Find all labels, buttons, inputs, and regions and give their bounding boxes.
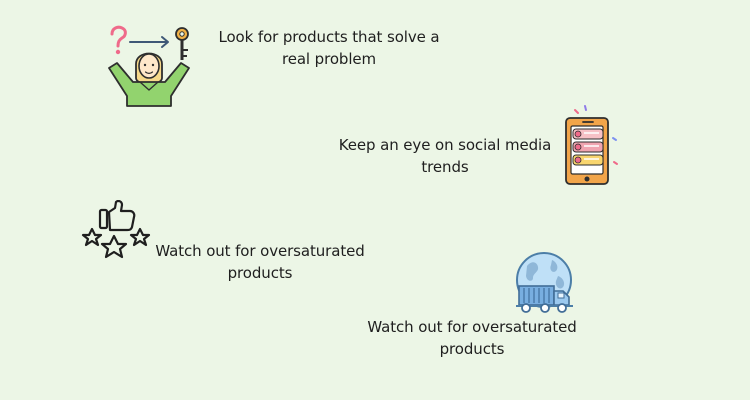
tip-caption-4: Watch out for oversaturated products bbox=[360, 316, 584, 360]
tip-caption-4-line-2: products bbox=[439, 340, 505, 358]
phone-social-feed-icon bbox=[565, 105, 618, 185]
tip-caption-1-line-1: Look for products that solve a bbox=[218, 28, 440, 46]
question-to-key-person-icon bbox=[108, 25, 190, 107]
tip-item-1: Look for products that solve a real prob… bbox=[104, 24, 454, 108]
tip-caption-4-line-1: Watch out for oversaturated bbox=[367, 318, 577, 336]
tip-caption-1-line-2: real problem bbox=[281, 50, 377, 68]
tip-caption-2: Keep an eye on social media trends bbox=[334, 134, 556, 178]
tip-item-2: Keep an eye on social media trends bbox=[334, 104, 624, 186]
tip-item-3: Watch out for oversaturated products bbox=[80, 200, 376, 286]
thumbs-up-stars-icon bbox=[81, 200, 151, 259]
tip-caption-1: Look for products that solve a real prob… bbox=[208, 26, 450, 70]
tip-caption-2-line-1: Keep an eye on social media bbox=[338, 136, 552, 154]
tip-caption-3: Watch out for oversaturated products bbox=[148, 240, 372, 284]
globe-cargo-truck-icon bbox=[516, 252, 573, 313]
tip-item-4: Watch out for oversaturated products bbox=[360, 252, 590, 364]
tip-caption-3-line-1: Watch out for oversaturated bbox=[155, 242, 365, 260]
tip-caption-2-line-2: trends bbox=[421, 158, 469, 176]
tip-caption-3-line-2: products bbox=[227, 264, 293, 282]
